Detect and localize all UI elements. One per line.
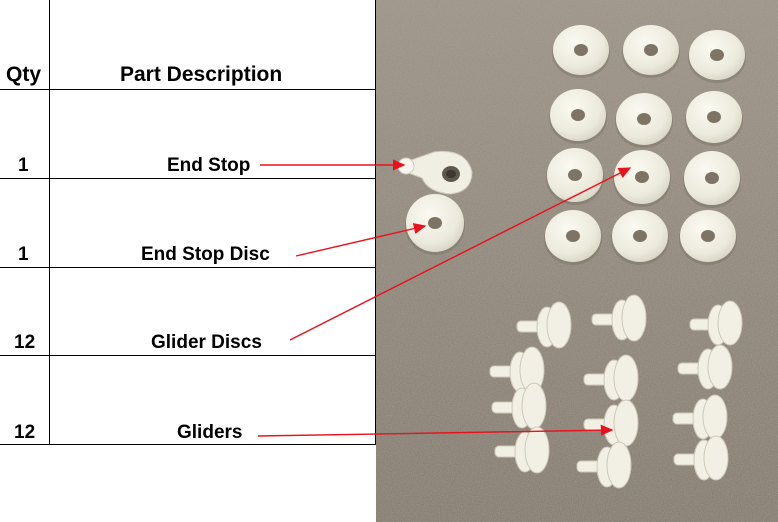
- glider-disc: [688, 30, 746, 83]
- glider: [677, 344, 733, 390]
- row-3-qty: 12: [14, 332, 36, 353]
- row-1-qty: 1: [18, 155, 29, 176]
- row-divider: [0, 267, 376, 268]
- row-2-qty: 1: [18, 244, 29, 265]
- glider-disc: [549, 89, 607, 144]
- glider-disc: [683, 151, 741, 208]
- row-3-description: Glider Discs: [151, 332, 262, 353]
- end-stop-disc-part: [405, 194, 465, 255]
- parts-list-table: Qty Part Description 1 End Stop 1 End St…: [0, 0, 376, 522]
- row-4-description: Gliders: [177, 422, 243, 443]
- glider-disc: [615, 93, 673, 148]
- glider-disc: [679, 210, 737, 265]
- column-divider: [49, 0, 50, 445]
- description-header: Part Description: [120, 63, 283, 86]
- glider: [672, 394, 728, 440]
- glider-disc: [613, 150, 671, 207]
- row-divider: [0, 89, 376, 90]
- glider: [491, 382, 547, 430]
- table-bottom-border: [0, 444, 376, 445]
- parts-photo: [376, 0, 778, 522]
- row-divider: [0, 355, 376, 356]
- glider: [489, 346, 545, 394]
- row-1-description: End Stop: [167, 155, 251, 176]
- glider: [673, 435, 729, 481]
- glider: [689, 300, 743, 346]
- glider: [576, 441, 632, 489]
- qty-header: Qty: [6, 63, 42, 86]
- glider-disc: [546, 148, 604, 205]
- gliders-group: [489, 294, 743, 489]
- glider: [583, 399, 639, 447]
- row-2-description: End Stop Disc: [141, 244, 270, 265]
- glider-disc: [552, 25, 610, 78]
- glider-disc: [544, 210, 602, 265]
- row-4-qty: 12: [14, 422, 36, 443]
- glider-disc: [611, 210, 669, 265]
- row-divider: [0, 178, 376, 179]
- glider: [494, 426, 550, 474]
- glider-disc: [622, 25, 680, 78]
- glider-disc: [685, 91, 743, 146]
